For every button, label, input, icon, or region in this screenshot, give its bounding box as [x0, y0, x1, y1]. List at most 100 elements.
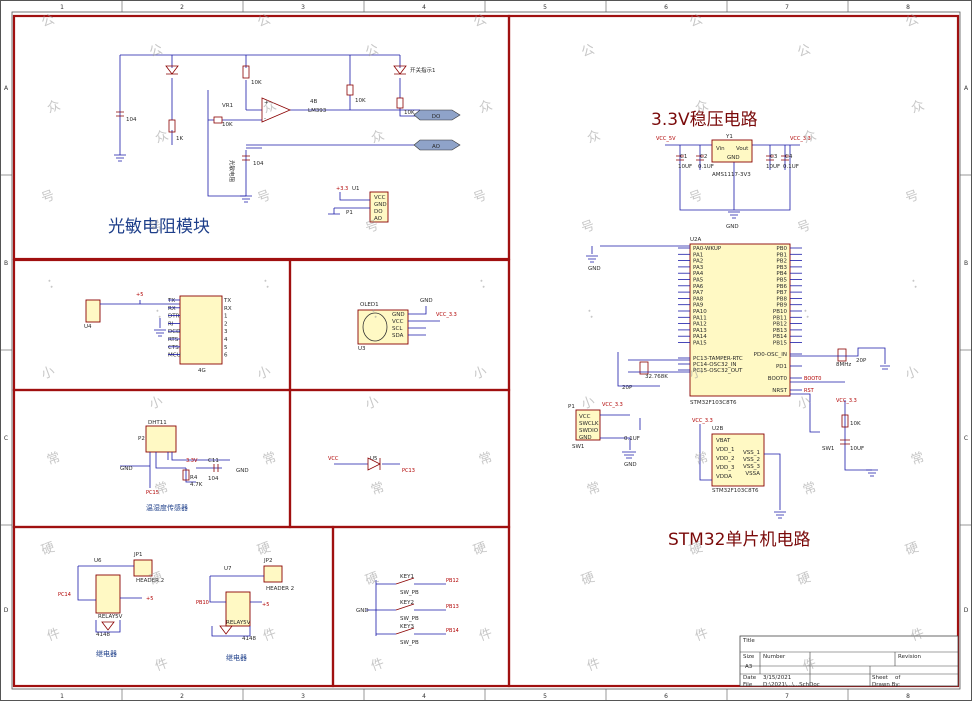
mcu-boot-net: BOOT0	[804, 376, 821, 382]
tb-number: Number	[763, 654, 786, 660]
dht-chip	[145, 425, 177, 453]
mcu-xtal1-label: 8MHz	[836, 362, 851, 368]
mcu-left-pin: PA3	[693, 265, 704, 271]
oled-pin3: SCL	[392, 326, 403, 332]
bottom-mark-2: 2	[180, 693, 184, 700]
mcu-pwr-pin-right: VSS_1	[743, 450, 760, 456]
mcu-left-pin: PA9	[693, 303, 704, 309]
relay2-relay: RELAY5V	[226, 620, 251, 626]
photo-r3-label: 10K	[404, 110, 415, 116]
watermark-char: 硬	[255, 540, 272, 559]
dht-ref: DHT11	[148, 420, 167, 426]
swd-sw-ref: SW1	[572, 444, 584, 450]
tb-title: Title	[742, 638, 755, 644]
ldo-c4-val: 0.1UF	[783, 164, 799, 170]
photo-u1-pin2: GND	[374, 202, 387, 208]
mcu-ic-2: STM32F103C8T6	[712, 488, 759, 494]
relay2-title: 继电器	[226, 653, 247, 662]
key1-net: PB12	[446, 578, 459, 584]
dht-r4-ref: R4	[190, 475, 198, 481]
dht-p: P2	[138, 436, 145, 442]
mcu-pwr-chip	[711, 433, 765, 487]
mcu-cap20-b: 20P	[856, 358, 867, 364]
watermark-char: 硬	[903, 540, 920, 559]
photo-r2	[346, 84, 354, 96]
keys-switches	[395, 577, 415, 635]
watermark-char: ：	[585, 304, 602, 323]
swd-ref: P1	[568, 404, 575, 410]
mcu-right-pin: PB14	[773, 334, 788, 340]
watermark-char: 常	[585, 480, 602, 499]
svg-text:-: -	[264, 116, 266, 122]
dht-r4-val: 4.7K	[190, 482, 203, 488]
keys-gnd: GND	[356, 608, 369, 614]
mcu-pwr-pin-left: VDD_2	[716, 456, 734, 462]
photo-u1-pin1: VCC	[374, 195, 386, 201]
mcu-pwr-vcc: VCC_3.3	[692, 418, 713, 424]
photo-light-label: 光敏电阻	[228, 160, 236, 183]
relay2-header	[263, 565, 283, 583]
mcu-right-pin: PB5	[776, 278, 787, 284]
ldo-gnd: GND	[726, 224, 739, 230]
mcu-right-pin: NRST	[772, 388, 787, 394]
photo-c2	[242, 155, 250, 161]
photo-u1-chip	[369, 191, 389, 223]
watermark-char: 众	[693, 98, 710, 117]
photo-p1: P1	[346, 210, 353, 216]
dht-gnd: GND	[236, 468, 249, 474]
watermark-char: 硬	[471, 540, 488, 559]
relay2-flyback	[219, 625, 233, 635]
watermark-char: 众	[153, 128, 170, 147]
watermark-char: 公	[795, 42, 812, 61]
watermark-char: 常	[477, 450, 494, 469]
port-do-label: DO	[432, 114, 441, 120]
wifi-pin-left: MCU	[168, 353, 181, 359]
port-ao-label: AO	[432, 144, 441, 150]
watermark-char: 常	[261, 450, 278, 469]
mcu-right-pin: PB4	[776, 271, 787, 277]
top-mark-2: 2	[180, 4, 184, 11]
wifi-pin-right: 3	[224, 329, 228, 335]
relay2-u: U7	[224, 566, 232, 572]
side-mark-c: C	[4, 435, 8, 442]
watermark-char: 公	[255, 12, 272, 31]
swd-pin3: SWDIO	[579, 428, 599, 434]
wifi-pin-right: RX	[224, 306, 232, 312]
watermark-char: 号	[147, 218, 164, 237]
ldo-vin: VCC_5V	[656, 136, 676, 142]
photo-r2-label: 10K	[355, 98, 366, 104]
mcu-pwr-pin-left: VDD_3	[716, 465, 735, 471]
watermark-char: 小	[579, 394, 596, 413]
wifi-pin-left: DCD	[168, 329, 180, 335]
tb-file-val: D:\2021\...\...SchDoc	[763, 682, 820, 688]
photo-c1	[116, 111, 124, 117]
mcu-ic: STM32F103C8T6	[690, 400, 737, 406]
watermark-char: ：	[693, 274, 710, 293]
swd-pin4: GND	[579, 435, 592, 441]
top-mark-7: 7	[785, 4, 789, 11]
mcu-left-pins: PA0-WKUPPA1PA2PA3PA4PA5PA6PA7PA8PA9PA10P…	[678, 246, 743, 374]
side-mark-b: B	[4, 260, 8, 267]
watermark-char: 众	[477, 98, 494, 117]
mcu-left-pin: PA10	[693, 309, 707, 315]
top-mark-5: 5	[543, 4, 547, 11]
bottom-mark-8: 8	[906, 693, 910, 700]
watermark-char: 件	[261, 626, 278, 645]
watermark-char: 号	[363, 218, 380, 237]
tb-drawn: Drawn By:	[872, 682, 900, 688]
mcu-gnd-1: GND	[588, 266, 601, 272]
oled-lens	[362, 312, 388, 342]
ldo-c2: C2	[700, 154, 707, 160]
ldo-c3-val: 10UF	[766, 164, 780, 170]
ldo-c1-val: 10UF	[678, 164, 692, 170]
port-do	[413, 109, 461, 121]
watermark-char: 硬	[363, 570, 380, 589]
mcu-right-pin: PD1	[776, 364, 787, 370]
mcu-right-pin: PB12	[773, 322, 787, 328]
mcu-left-pin: PC14-OSC32_IN	[693, 362, 736, 368]
side-mark-c-r: C	[964, 435, 968, 442]
led-ref: U5	[370, 456, 378, 462]
mcu-pwr-pin-right: VSS_3	[743, 464, 760, 470]
